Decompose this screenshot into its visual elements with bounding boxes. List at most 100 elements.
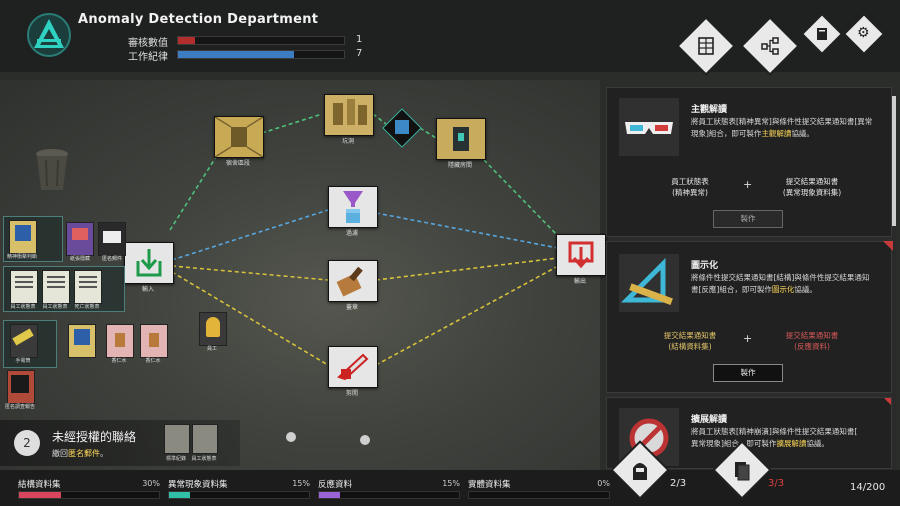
room-node[interactable]: [214, 116, 264, 158]
task-title: 未經授權的聯絡: [52, 430, 137, 444]
recipe-title: 圖示化: [691, 261, 719, 271]
flowchart-button[interactable]: [743, 19, 797, 73]
worker-count: 2/3: [670, 478, 687, 489]
card-blue-form[interactable]: [68, 324, 96, 358]
input-node-label: 輸入: [141, 286, 154, 293]
filter-node-label: 過濾: [345, 230, 358, 237]
set-square-icon: [619, 254, 679, 312]
scissors-icon: [337, 353, 369, 381]
resource-anomaly-bar: [168, 491, 310, 499]
download-arrow-icon: [136, 249, 162, 277]
notebook-icon: [817, 28, 827, 40]
resource-entity-label: 實體資料集: [468, 480, 511, 490]
card-perfume-2[interactable]: [140, 324, 168, 358]
card-perfume-2-label: 香仁水: [145, 358, 161, 364]
corner-flag: [883, 241, 893, 251]
card-mental-check[interactable]: [9, 220, 37, 254]
output-node[interactable]: [556, 234, 606, 276]
corner-flag: [883, 398, 891, 407]
gear-icon: ⚙: [857, 25, 870, 41]
ingredient-1: 提交結果通知書(結構資料集): [663, 331, 717, 351]
documents-stack-icon: [735, 462, 750, 481]
card-anonymous-mail[interactable]: [98, 222, 126, 256]
page-dot-2[interactable]: [360, 435, 370, 445]
make-button[interactable]: 製作: [713, 364, 783, 382]
make-button[interactable]: 製作: [713, 210, 783, 228]
cut-node[interactable]: [328, 346, 378, 388]
room-node-label: 宿舍區段: [225, 160, 250, 167]
pit-node-label: 坑洞: [341, 138, 354, 145]
card-worker[interactable]: [199, 312, 227, 346]
card-death-status-label: 死亡狀態表: [74, 304, 100, 310]
card-anonymous-report[interactable]: [7, 370, 35, 404]
card-paper-hidden[interactable]: [66, 222, 94, 256]
resource-reaction-bar: [318, 491, 460, 499]
notebook-button[interactable]: [803, 15, 841, 53]
card-flashlight[interactable]: [10, 324, 38, 358]
recipe-card-diagram[interactable]: 圖示化 將條件性提交結果通知書[結構]與條件性提交結果通知書[反應]組合，即可製…: [606, 241, 893, 393]
card-anonymous-report-label: 匿名調查報告: [4, 404, 35, 410]
page-dot-1[interactable]: [286, 432, 296, 442]
workflow-board[interactable]: 輸入 宿舍區段 坑洞 隱藏房間: [0, 80, 606, 470]
audit-value-bar: [177, 36, 345, 45]
card-perfume-1[interactable]: [106, 324, 134, 358]
task-number-badge: 2: [14, 430, 40, 456]
documents-button[interactable]: [715, 443, 769, 497]
doorway-icon: [437, 119, 485, 159]
settings-button[interactable]: ⚙: [845, 15, 883, 53]
card-staff-status-1-label: 員工狀態表: [10, 304, 36, 310]
flow-nodes-icon: [761, 37, 779, 55]
hidden-room-node-label: 隱藏房間: [447, 162, 472, 169]
task-card-standard-record: [164, 424, 190, 454]
resource-anomaly-label: 異常現象資料集: [168, 480, 228, 490]
connection-lines: [169, 113, 561, 366]
trash-can-icon[interactable]: [34, 148, 70, 192]
worker-hood-icon: [633, 463, 647, 480]
task-notice[interactable]: 2 未經授權的聯絡 繳回匿名郵件。 標準紀錄 員工狀態表: [0, 420, 240, 466]
card-staff-status-1[interactable]: [10, 270, 38, 304]
hidden-room-node[interactable]: [436, 118, 486, 160]
recipe-title: 擴展解讀: [691, 415, 728, 425]
corridor-icon: [214, 116, 264, 158]
recipe-description: 將員工狀態表[精神崩潰]與條件性提交結果通知書[ 異常現象]組合，即可製作擴展解…: [691, 427, 858, 448]
ingredient-2: 提交結果通知書(反應資料): [785, 331, 839, 351]
ingredient-2: 提交結果通知書(異常現象資料集): [782, 177, 842, 197]
total-count: 14/200: [850, 482, 886, 493]
stamp-node[interactable]: [328, 260, 378, 302]
resource-anomaly-pct: 15%: [292, 479, 310, 488]
upload-arrow-icon: [568, 241, 594, 269]
resource-entity-bar: [468, 491, 610, 499]
pit-node[interactable]: [324, 94, 374, 136]
app-title: Anomaly Detection Department: [78, 12, 319, 27]
card-staff-status-2-label: 員工狀態表: [42, 304, 68, 310]
recipe-scrollbar[interactable]: [892, 90, 896, 470]
input-node[interactable]: [124, 242, 174, 284]
resource-bar: 結構資料集 30% 異常現象資料集 15% 反應資料 15% 實體資料集 0% …: [0, 470, 900, 506]
recipe-title: 主觀解讀: [691, 105, 728, 115]
work-discipline-bar: [177, 50, 345, 59]
filter-node[interactable]: [328, 186, 378, 228]
card-anonymous-mail-label: 匿名郵件: [101, 256, 122, 262]
card-death-status[interactable]: [74, 270, 102, 304]
stamp-node-label: 蓋章: [345, 304, 358, 311]
resource-entity-pct: 0%: [597, 479, 610, 488]
task-card-standard-record-label: 標準紀錄: [165, 456, 186, 462]
department-logo-icon: [27, 13, 71, 57]
card-worker-label: 員工: [206, 346, 217, 352]
resource-structure-pct: 30%: [142, 479, 160, 488]
maze-icon: [325, 95, 373, 135]
funnel-icon: [343, 191, 363, 223]
3d-glasses-icon: [619, 98, 679, 156]
document-count: 3/3: [768, 478, 785, 489]
cube-icon: [395, 120, 409, 134]
document-list-button[interactable]: [679, 19, 733, 73]
card-staff-status-2[interactable]: [42, 270, 70, 304]
resource-reaction-label: 反應資料: [318, 480, 353, 490]
audit-value: 1: [356, 34, 363, 45]
resource-reaction-pct: 15%: [442, 479, 460, 488]
workers-button[interactable]: [613, 443, 667, 497]
stamp-icon: [336, 266, 363, 297]
resource-structure-label: 結構資料集: [18, 480, 61, 490]
recipe-card-subjective[interactable]: 主觀解讀 將員工狀態表[精神異常]與條件性提交結果通知書[異常現象]組合，即可製…: [606, 87, 892, 237]
task-card-staff-status-label: 員工狀態表: [191, 456, 217, 462]
